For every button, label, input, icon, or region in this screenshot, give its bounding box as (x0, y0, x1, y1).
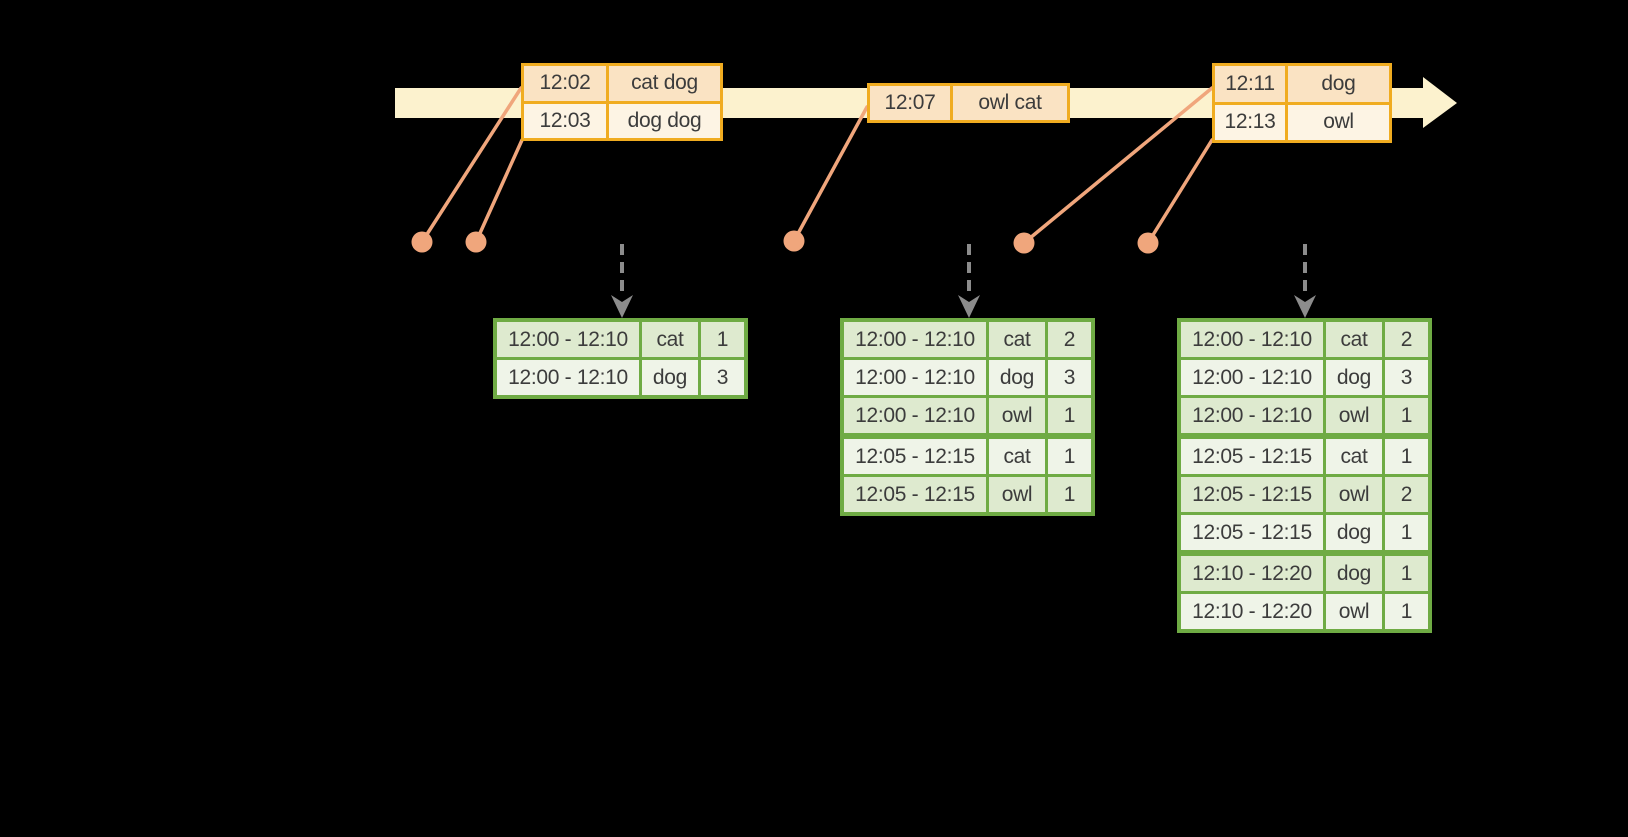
word-cell: dog (989, 360, 1045, 395)
window-cell: 12:00 - 12:10 (1181, 322, 1323, 357)
window-cell: 12:05 - 12:15 (1181, 477, 1323, 512)
count-cell: 1 (1385, 556, 1428, 591)
word-cell: owl (989, 398, 1045, 433)
count-cell: 1 (1048, 439, 1091, 474)
window-cell: 12:05 - 12:15 (844, 439, 986, 474)
word-cell: dog (1326, 515, 1382, 550)
trigger-arrow (1294, 244, 1316, 318)
event-words-cell: dog (1288, 66, 1389, 102)
count-cell: 1 (1385, 398, 1428, 433)
table-row: 12:05 - 12:15 dog 1 (1181, 515, 1428, 550)
table-row: 12:05 - 12:15 cat 1 (844, 439, 1091, 474)
event-words-cell: cat dog (609, 66, 720, 101)
arrow-down-icon (958, 295, 980, 318)
table-row: 12:10 - 12:20 owl 1 (1181, 594, 1428, 629)
count-cell: 1 (1385, 515, 1428, 550)
event-dot (465, 231, 487, 253)
window-cell: 12:00 - 12:10 (497, 322, 639, 357)
event-connector-line (792, 105, 869, 243)
event-words-cell: owl (1288, 104, 1389, 140)
count-cell: 2 (1385, 322, 1428, 357)
word-cell: cat (989, 439, 1045, 474)
table-row: 12:00 - 12:10 cat 1 (497, 322, 744, 357)
count-cell: 2 (1385, 477, 1428, 512)
result-table-2: 12:00 - 12:10 cat 2 12:00 - 12:10 dog 3 … (840, 318, 1095, 516)
table-row: 12:00 - 12:10 cat 2 (844, 322, 1091, 357)
word-cell: cat (1326, 439, 1382, 474)
count-cell: 2 (1048, 322, 1091, 357)
event-connector-line (474, 138, 524, 244)
count-cell: 1 (1385, 594, 1428, 629)
count-cell: 1 (1048, 398, 1091, 433)
event-time-cell: 12:11 (1215, 66, 1285, 102)
timeline-arrowhead-icon (1423, 77, 1457, 128)
window-cell: 12:00 - 12:10 (1181, 360, 1323, 395)
table-row: 12:00 - 12:10 dog 3 (1181, 360, 1428, 395)
event-dot (1137, 232, 1159, 254)
word-cell: owl (1326, 477, 1382, 512)
event-connector-line (1146, 138, 1214, 245)
event-time-cell: 12:07 (870, 86, 950, 120)
window-cell: 12:05 - 12:15 (1181, 439, 1323, 474)
count-cell: 3 (701, 360, 744, 395)
event-connector-line (1022, 86, 1214, 245)
window-cell: 12:05 - 12:15 (844, 477, 986, 512)
event-box-1: 12:02 cat dog 12:03 dog dog (521, 63, 723, 141)
arrow-down-icon (611, 295, 633, 318)
word-cell: cat (989, 322, 1045, 357)
table-row: 12:05 - 12:15 owl 2 (1181, 477, 1428, 512)
event-words-cell: owl cat (953, 86, 1067, 120)
window-cell: 12:05 - 12:15 (1181, 515, 1323, 550)
window-cell: 12:00 - 12:10 (844, 322, 986, 357)
count-cell: 1 (1048, 477, 1091, 512)
event-words-cell: dog dog (609, 103, 720, 138)
word-cell: cat (1326, 322, 1382, 357)
trigger-arrow (611, 244, 633, 318)
word-cell: dog (1326, 360, 1382, 395)
window-cell: 12:00 - 12:10 (844, 398, 986, 433)
count-cell: 3 (1048, 360, 1091, 395)
count-cell: 1 (701, 322, 744, 357)
table-row: 12:05 - 12:15 owl 1 (844, 477, 1091, 512)
event-box-2: 12:07 owl cat (867, 83, 1070, 123)
table-row: 12:00 - 12:10 cat 2 (1181, 322, 1428, 357)
event-dot (1013, 232, 1035, 254)
trigger-arrow (958, 244, 980, 318)
table-row: 12:00 - 12:10 dog 3 (497, 360, 744, 395)
window-cell: 12:00 - 12:10 (497, 360, 639, 395)
window-cell: 12:10 - 12:20 (1181, 594, 1323, 629)
word-cell: dog (1326, 556, 1382, 591)
table-row: 12:00 - 12:10 owl 1 (844, 398, 1091, 433)
window-cell: 12:00 - 12:10 (1181, 398, 1323, 433)
word-cell: owl (1326, 594, 1382, 629)
event-dot (783, 230, 805, 252)
table-row: 12:00 - 12:10 dog 3 (844, 360, 1091, 395)
count-cell: 1 (1385, 439, 1428, 474)
window-cell: 12:00 - 12:10 (844, 360, 986, 395)
table-row: 12:10 - 12:20 dog 1 (1181, 556, 1428, 591)
word-cell: owl (989, 477, 1045, 512)
event-box-3: 12:11 dog 12:13 owl (1212, 63, 1392, 143)
table-row: 12:05 - 12:15 cat 1 (1181, 439, 1428, 474)
word-cell: cat (642, 322, 698, 357)
event-time-cell: 12:02 (524, 66, 606, 101)
table-row: 12:00 - 12:10 owl 1 (1181, 398, 1428, 433)
arrow-down-icon (1294, 295, 1316, 318)
event-time-cell: 12:13 (1215, 104, 1285, 140)
word-cell: dog (642, 360, 698, 395)
count-cell: 3 (1385, 360, 1428, 395)
result-table-1: 12:00 - 12:10 cat 1 12:00 - 12:10 dog 3 (493, 318, 748, 399)
result-table-3: 12:00 - 12:10 cat 2 12:00 - 12:10 dog 3 … (1177, 318, 1432, 633)
word-cell: owl (1326, 398, 1382, 433)
event-dot (411, 231, 433, 253)
event-time-cell: 12:03 (524, 103, 606, 138)
window-cell: 12:10 - 12:20 (1181, 556, 1323, 591)
event-connector-line (420, 86, 523, 244)
